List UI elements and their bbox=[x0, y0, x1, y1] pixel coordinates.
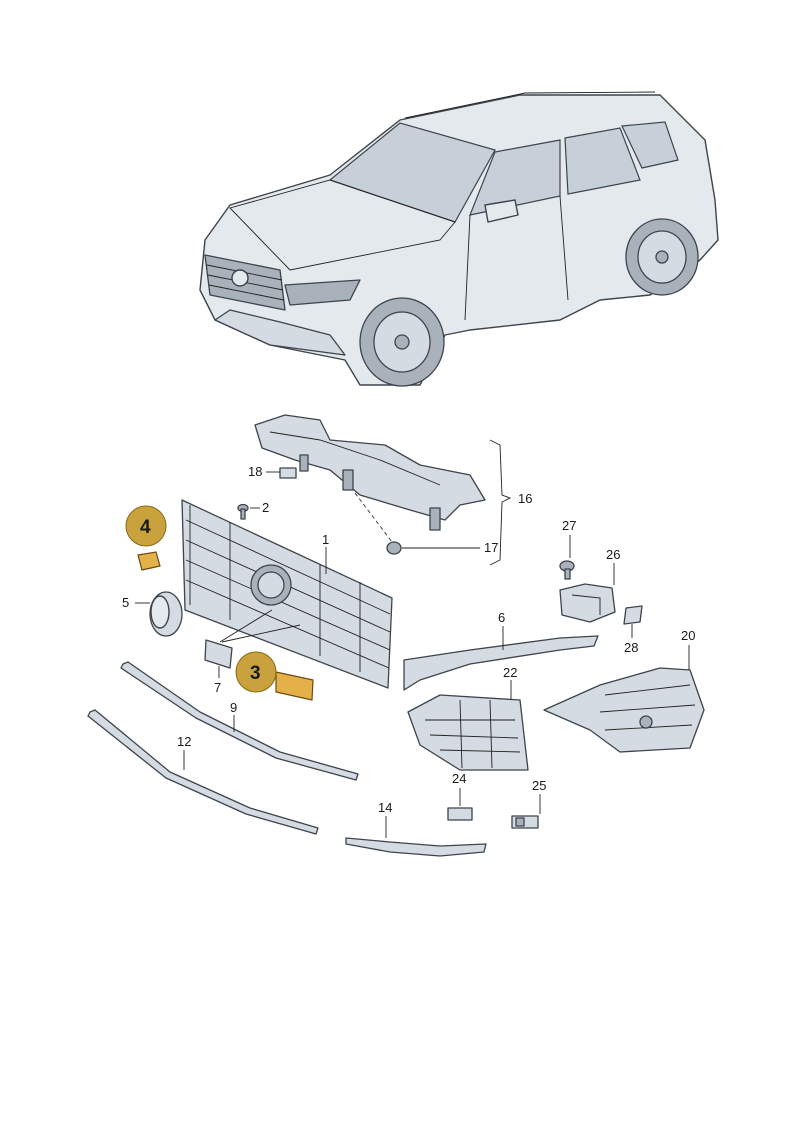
bracket-16 bbox=[489, 439, 512, 566]
part-7-cover-cap[interactable] bbox=[204, 639, 233, 669]
part-2-screw[interactable] bbox=[237, 503, 249, 520]
vehicle-illustration bbox=[199, 91, 719, 387]
label-14: 14 bbox=[378, 800, 392, 815]
label-25: 25 bbox=[532, 778, 546, 793]
part-6-trim-moulding[interactable] bbox=[403, 635, 599, 691]
callout-3[interactable]: 3 bbox=[235, 651, 277, 693]
label-26: 26 bbox=[606, 547, 620, 562]
label-16: 16 bbox=[518, 491, 532, 506]
leader-7b bbox=[221, 624, 301, 643]
label-6: 6 bbox=[498, 610, 505, 625]
part-5-emblem[interactable] bbox=[149, 591, 183, 637]
part-17-grommet[interactable] bbox=[386, 541, 402, 555]
label-1: 1 bbox=[322, 532, 329, 547]
part-3-bracket-highlighted[interactable] bbox=[275, 671, 314, 701]
label-9: 9 bbox=[230, 700, 237, 715]
part-22-air-grille[interactable] bbox=[407, 694, 529, 771]
part-12-trim-strip[interactable] bbox=[87, 709, 319, 835]
label-7: 7 bbox=[214, 680, 221, 695]
part-26-bracket[interactable] bbox=[559, 583, 616, 623]
label-24: 24 bbox=[452, 771, 466, 786]
part-14-trim-strip[interactable] bbox=[345, 837, 487, 857]
part-24-clip[interactable] bbox=[447, 807, 473, 821]
part-9-trim-strip[interactable] bbox=[120, 661, 359, 781]
label-20: 20 bbox=[681, 628, 695, 643]
leader-7a bbox=[219, 609, 273, 643]
label-22: 22 bbox=[503, 665, 517, 680]
part-18-clip[interactable] bbox=[279, 467, 297, 479]
label-17: 17 bbox=[484, 540, 498, 555]
callout-4-text: 4 bbox=[140, 517, 151, 538]
callout-4[interactable]: 4 bbox=[125, 505, 167, 547]
label-18: 18 bbox=[248, 464, 262, 479]
dash-17 bbox=[354, 492, 393, 543]
label-28: 28 bbox=[624, 640, 638, 655]
part-27-screw[interactable] bbox=[559, 560, 575, 580]
label-12: 12 bbox=[177, 734, 191, 749]
part-16-carrier[interactable] bbox=[254, 414, 486, 531]
label-27: 27 bbox=[562, 518, 576, 533]
label-2: 2 bbox=[262, 500, 269, 515]
callout-3-text: 3 bbox=[250, 663, 261, 684]
part-1-radiator-grille[interactable] bbox=[181, 499, 393, 689]
part-4-clip-highlighted[interactable] bbox=[137, 551, 161, 571]
label-5: 5 bbox=[122, 595, 129, 610]
part-28-clip[interactable] bbox=[623, 605, 643, 625]
part-25-clip[interactable] bbox=[511, 815, 539, 829]
part-20-vent-surround[interactable] bbox=[543, 667, 705, 753]
